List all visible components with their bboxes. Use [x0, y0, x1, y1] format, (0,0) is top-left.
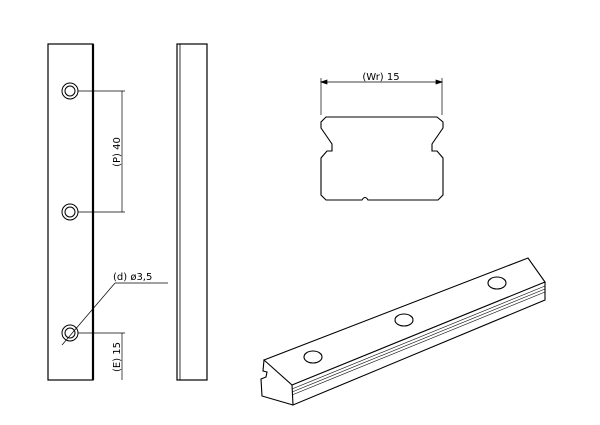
- top-view: (P) 40 (d) ø3,5 (E) 15: [47, 43, 168, 381]
- side-view: [176, 43, 208, 381]
- isometric-view: [260, 257, 546, 406]
- width-label: (Wr) 15: [362, 72, 399, 83]
- mounting-hole: [487, 276, 507, 290]
- pitch-label: (P) 40: [112, 137, 123, 167]
- end-distance-dimension: [78, 332, 125, 380]
- pitch-dimension: [78, 90, 125, 213]
- mounting-hole: [61, 324, 79, 342]
- mounting-hole: [61, 82, 79, 100]
- cross-section-view: (Wr) 15: [319, 72, 444, 201]
- mounting-hole: [303, 350, 323, 364]
- mounting-hole: [394, 313, 414, 327]
- hole-diameter-label: (d) ø3,5: [113, 272, 152, 283]
- hole-leader: [61, 282, 168, 346]
- width-dimension: [319, 78, 444, 115]
- end-distance-label: (E) 15: [112, 342, 123, 372]
- mounting-hole: [61, 203, 79, 221]
